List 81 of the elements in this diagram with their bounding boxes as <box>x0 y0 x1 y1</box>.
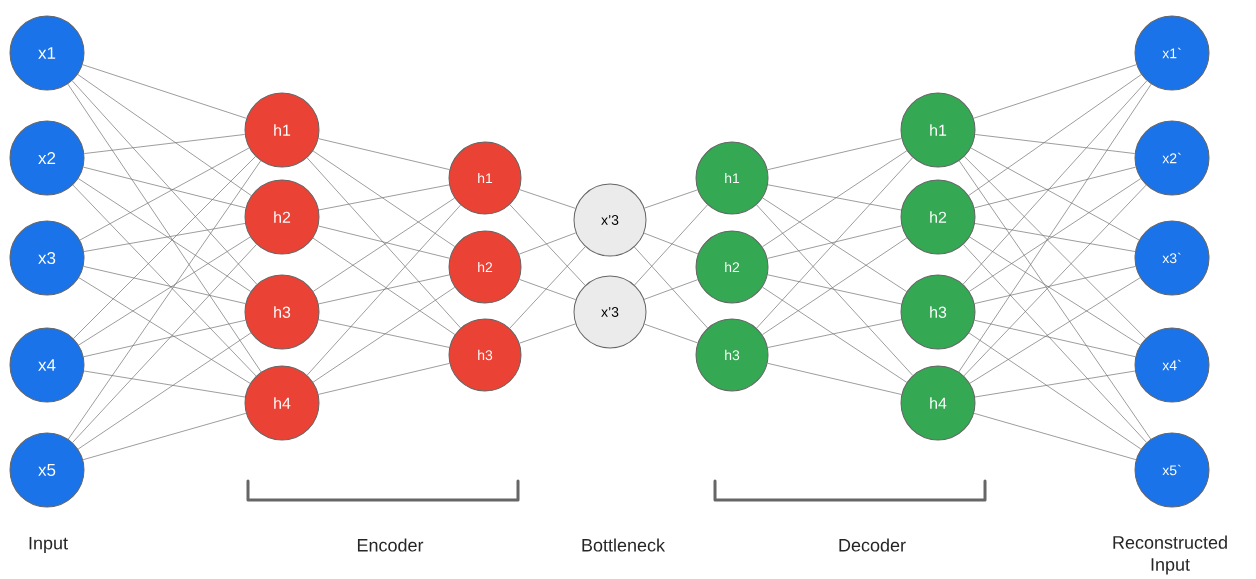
connection-line <box>644 189 698 209</box>
connection-line <box>83 166 246 209</box>
connection-line <box>968 332 1142 450</box>
connection-line <box>643 232 699 255</box>
connection-line <box>77 74 252 196</box>
connection-line <box>970 147 1140 241</box>
connection-line <box>83 134 246 154</box>
connection-line <box>519 189 576 209</box>
connection-line <box>974 166 1136 209</box>
connection-line <box>762 237 908 336</box>
connection-line <box>306 157 461 329</box>
connection-line <box>973 64 1137 119</box>
connection-line <box>974 134 1136 154</box>
connection-line <box>644 323 698 344</box>
connection-line <box>79 147 250 241</box>
connection-line <box>518 232 577 255</box>
connection-line <box>78 236 251 346</box>
connection-line <box>509 204 586 286</box>
section-label: Decoder <box>839 538 906 552</box>
connection-line <box>963 244 1147 443</box>
connection-line <box>312 286 456 383</box>
section-label: Reconstructed Input <box>1113 535 1227 575</box>
connection-line <box>767 225 902 259</box>
connection-line <box>969 277 1141 384</box>
connection-line <box>312 197 455 292</box>
connection-line <box>974 266 1136 304</box>
connection-line <box>767 184 902 211</box>
connection-line <box>72 244 257 443</box>
connection-line <box>958 160 1152 440</box>
connection-line <box>83 223 246 252</box>
connection-line <box>519 323 576 344</box>
connection-line <box>973 412 1137 461</box>
connection-line <box>312 150 456 247</box>
connection-line <box>756 157 914 329</box>
connection-line <box>83 370 246 398</box>
connection-line <box>78 178 251 292</box>
connection-line <box>318 363 450 395</box>
section-label: Bottleneck <box>582 538 666 552</box>
connection-line <box>968 74 1142 196</box>
section-label: Input <box>29 536 68 554</box>
connection-line <box>767 138 902 171</box>
connection-line <box>72 184 257 377</box>
connection-line <box>963 184 1147 377</box>
connection-line <box>767 362 902 395</box>
connection-line <box>767 319 902 348</box>
connection-line <box>762 197 907 292</box>
connection-line <box>306 204 461 376</box>
connection-line <box>67 83 262 373</box>
connection-line <box>634 246 708 329</box>
connection-line <box>756 204 914 376</box>
connection-line <box>78 277 251 384</box>
connection-line <box>83 266 246 304</box>
connection-line <box>969 178 1142 292</box>
connection-line <box>71 80 258 285</box>
connection-line <box>762 150 908 248</box>
connection-line <box>762 286 908 383</box>
connection-line <box>83 319 246 358</box>
connection-line <box>974 319 1136 358</box>
connection-line <box>82 64 247 119</box>
section-label: Encoder <box>357 538 424 552</box>
connection-line <box>509 246 586 329</box>
connection-line <box>974 370 1136 398</box>
connection-line <box>318 274 450 305</box>
connection-line <box>318 138 450 170</box>
connection-line <box>312 237 456 335</box>
connection-line <box>519 279 576 300</box>
connection-line <box>318 319 450 348</box>
connection-line <box>969 236 1141 346</box>
connection-line <box>962 80 1148 285</box>
connection-line <box>643 279 699 300</box>
connection-line <box>958 83 1152 373</box>
connection-line <box>82 412 247 461</box>
connection-line <box>318 225 450 259</box>
connection-line <box>974 223 1136 252</box>
connection-line <box>964 156 1146 339</box>
connection-line <box>634 204 708 286</box>
connection-line <box>77 332 252 450</box>
connection-line <box>67 160 262 440</box>
connection-line <box>767 274 902 305</box>
connection-line <box>73 156 256 339</box>
connection-line <box>318 184 450 211</box>
